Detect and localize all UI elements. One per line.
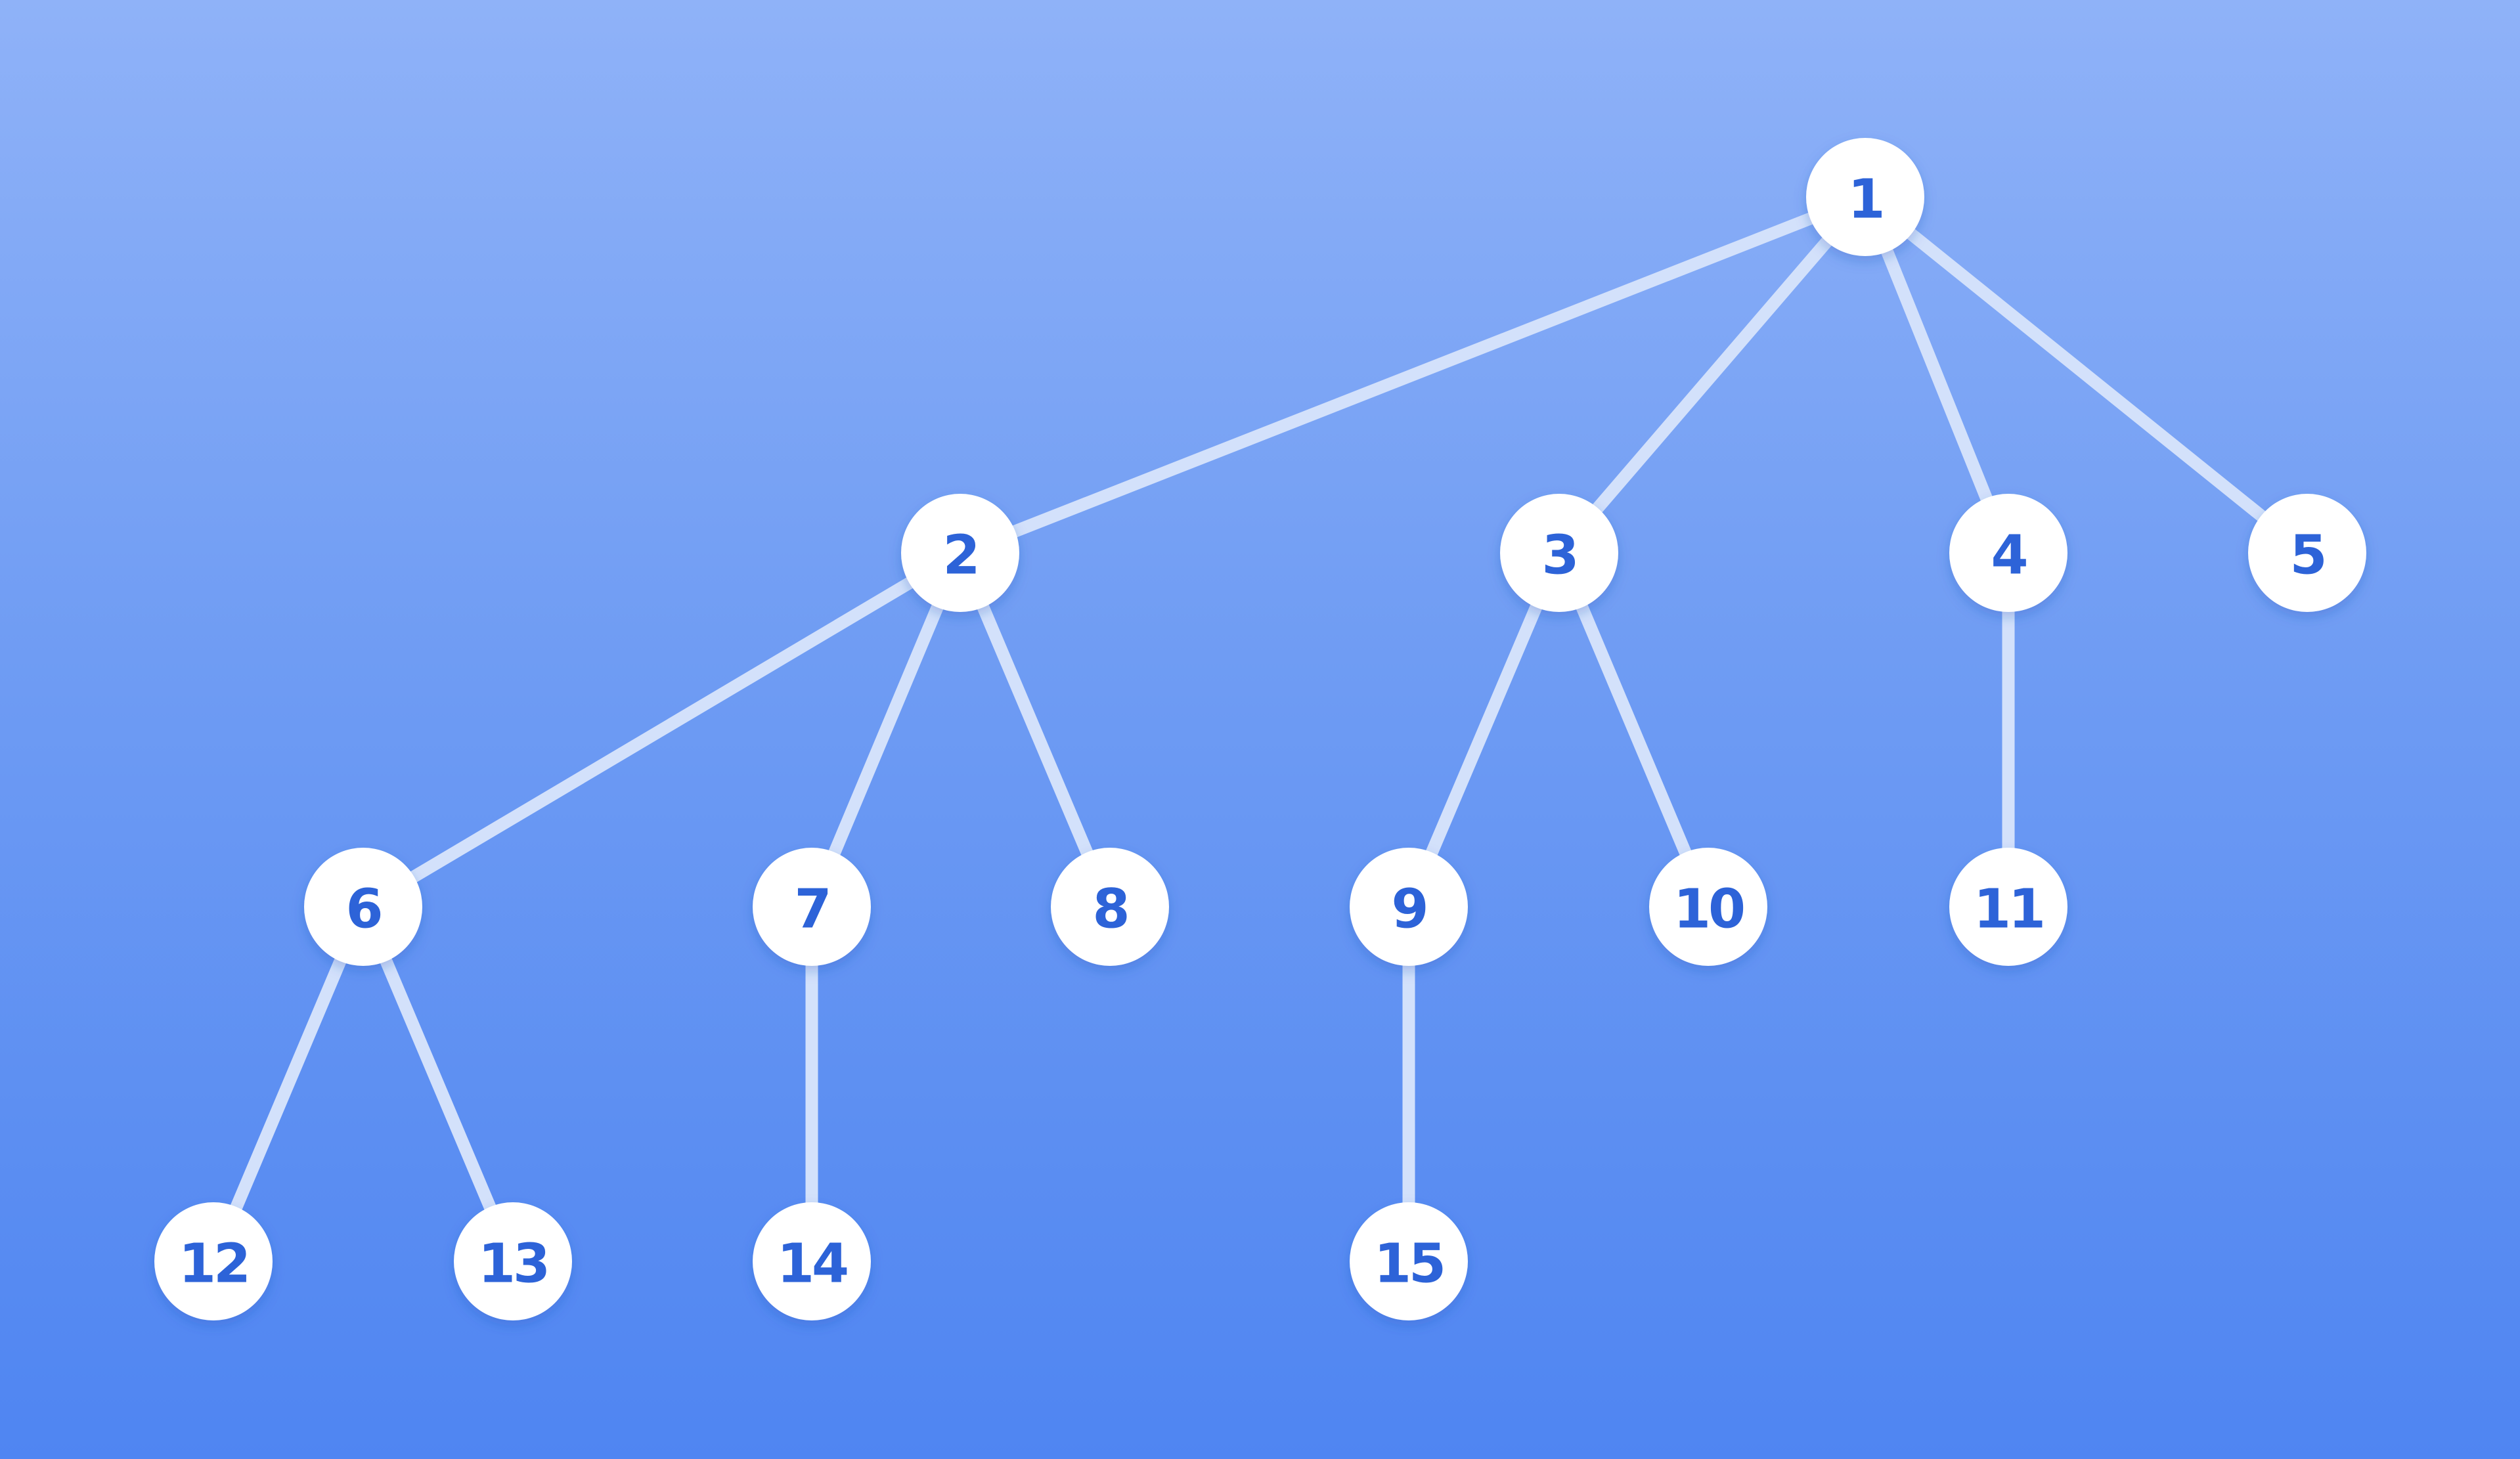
edge-1-3: [1553, 190, 1872, 559]
edge-3-10: [1553, 546, 1715, 913]
node-circle-9: [1350, 848, 1468, 966]
edge-6-12: [207, 900, 370, 1268]
tree-node-15: 15: [1350, 1202, 1468, 1320]
node-label-11: 11: [1974, 879, 2043, 941]
node-circle-8: [1051, 848, 1169, 966]
tree-node-13: 13: [454, 1202, 572, 1320]
edge-3-9: [1402, 546, 1566, 913]
node-circle-7: [753, 848, 871, 966]
node-circle-6: [304, 848, 422, 966]
tree-node-7: 7: [753, 848, 871, 966]
tree-node-10: 10: [1649, 848, 1767, 966]
node-label-5: 5: [2289, 525, 2324, 587]
node-label-14: 14: [777, 1233, 847, 1296]
tree-node-4: 4: [1949, 494, 2067, 612]
node-circle-11: [1949, 848, 2067, 966]
tree-node-11: 11: [1949, 848, 2067, 966]
edge-2-6: [357, 546, 967, 913]
node-circle-2: [901, 494, 1019, 612]
tree-node-8: 8: [1051, 848, 1169, 966]
edges-layer: [207, 190, 2314, 1268]
node-circle-13: [454, 1202, 572, 1320]
tree-node-5: 5: [2248, 494, 2366, 612]
node-circle-3: [1500, 494, 1618, 612]
node-label-7: 7: [794, 879, 829, 941]
node-circle-1: [1806, 138, 1924, 256]
tree-node-2: 2: [901, 494, 1019, 612]
edge-1-4: [1859, 190, 2015, 559]
node-label-12: 12: [179, 1233, 248, 1296]
edge-2-8: [954, 546, 1116, 913]
node-label-9: 9: [1391, 879, 1426, 941]
node-circle-12: [154, 1202, 273, 1320]
node-label-3: 3: [1541, 525, 1576, 587]
node-label-13: 13: [478, 1233, 548, 1296]
node-circle-10: [1649, 848, 1767, 966]
edge-1-2: [954, 190, 1872, 559]
node-label-2: 2: [942, 525, 977, 587]
node-circle-4: [1949, 494, 2067, 612]
tree-node-1: 1: [1806, 138, 1924, 256]
node-label-8: 8: [1092, 879, 1127, 941]
node-label-10: 10: [1673, 879, 1744, 941]
edge-2-7: [805, 546, 967, 913]
tree-node-9: 9: [1350, 848, 1468, 966]
node-circle-15: [1350, 1202, 1468, 1320]
tree-node-3: 3: [1500, 494, 1618, 612]
tree-node-6: 6: [304, 848, 422, 966]
node-label-1: 1: [1847, 169, 1882, 231]
tree-node-12: 12: [154, 1202, 273, 1320]
edge-6-13: [357, 900, 519, 1268]
node-label-6: 6: [345, 879, 380, 941]
node-circle-5: [2248, 494, 2366, 612]
tree-node-14: 14: [753, 1202, 871, 1320]
node-label-15: 15: [1374, 1233, 1444, 1296]
node-circle-14: [753, 1202, 871, 1320]
edge-1-5: [1859, 190, 2314, 559]
node-label-4: 4: [1991, 525, 2026, 587]
